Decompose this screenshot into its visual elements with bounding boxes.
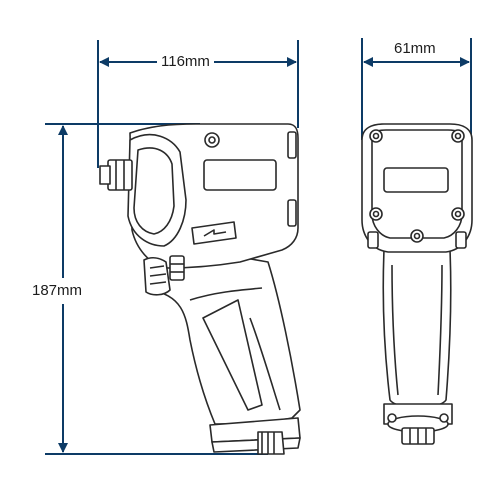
dimension-label-height: 187mm: [30, 278, 85, 304]
dimension-label-front-width: 61mm: [392, 40, 438, 58]
dimension-label-side-width: 116mm: [157, 53, 214, 71]
impact-wrench-side-view-icon: [99, 123, 301, 455]
dimension-front-width: [361, 38, 472, 140]
impact-wrench-front-view-icon: [361, 123, 473, 445]
